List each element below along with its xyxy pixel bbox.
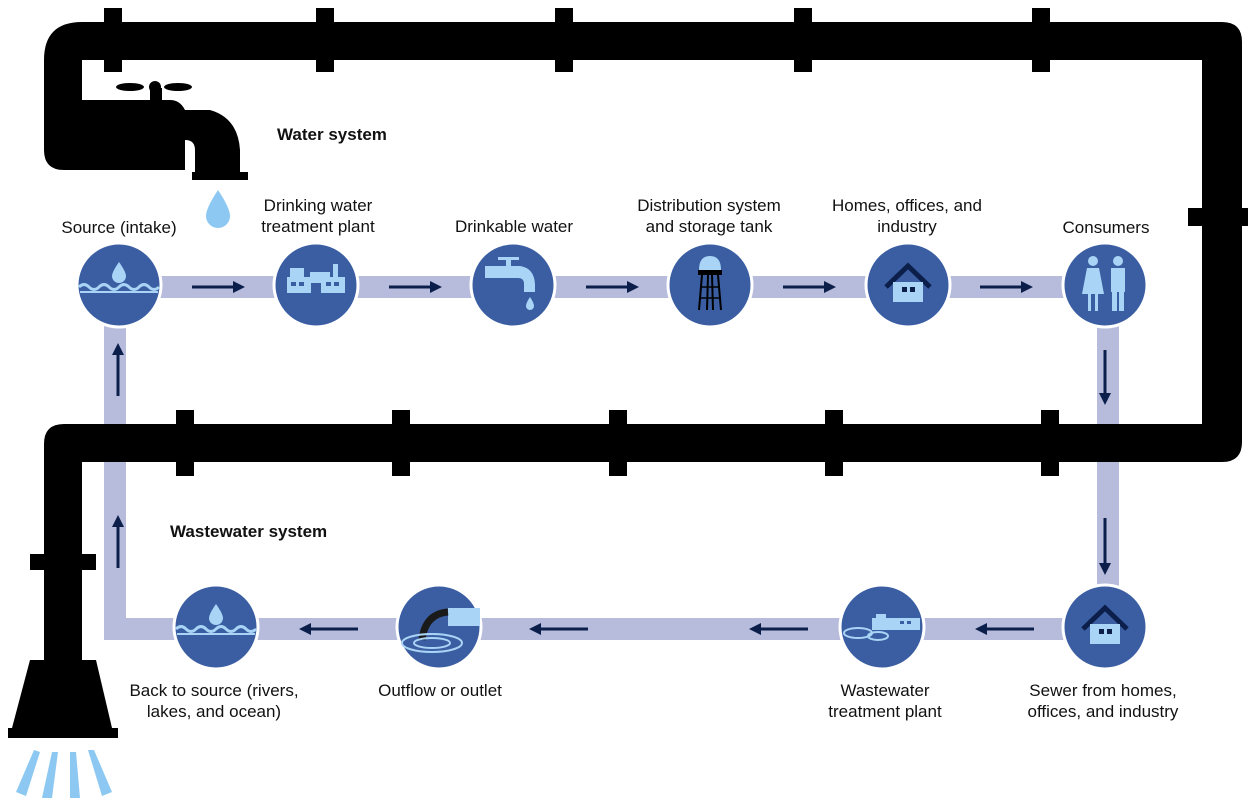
arrow-left [749, 623, 808, 635]
label-consumers: Consumers [1062, 218, 1150, 237]
label-distribution-system: Distribution system and storage tank [637, 196, 781, 236]
water-nodes [75, 241, 1149, 329]
arrow-left [975, 623, 1034, 635]
wave-icon [77, 283, 161, 291]
spray-icon [16, 750, 112, 798]
node-drinkable-water [469, 241, 557, 329]
wastewater-plant-icon [843, 614, 920, 641]
faucet-icon [485, 257, 535, 310]
node-sewer [1061, 583, 1149, 671]
node-back-to-source [172, 583, 260, 671]
label-homes-offices-industry: Homes, offices, and industry [832, 196, 982, 236]
arrow-up [112, 343, 124, 396]
flow-arrows [112, 281, 1111, 635]
arrow-left [299, 623, 358, 635]
faucet-handle [116, 81, 192, 112]
house-icon [1081, 604, 1129, 644]
wave-icon [174, 625, 258, 633]
arrow-right [192, 281, 245, 293]
arrow-right [389, 281, 442, 293]
label-wastewater-treatment-plant: Wastewater treatment plant [828, 681, 942, 721]
label-back-to-source: Back to source (rivers, lakes, and ocean… [129, 681, 299, 721]
node-distribution-system [666, 241, 754, 329]
node-homes-offices-industry [864, 241, 952, 329]
faucet-droplet-icon [206, 190, 230, 228]
arrow-up [112, 515, 124, 568]
node-consumers [1061, 241, 1149, 329]
house-icon [884, 262, 932, 302]
water-pipe [44, 8, 1248, 462]
arrow-right [783, 281, 836, 293]
people-icon [1082, 256, 1125, 311]
label-drinking-water-treatment-plant: Drinking water treatment plant [261, 196, 375, 236]
node-outflow [395, 583, 483, 671]
water-system-heading: Water system [277, 125, 387, 144]
water-tower-icon [698, 256, 722, 311]
label-source-intake: Source (intake) [61, 218, 177, 237]
node-source-intake [75, 241, 163, 329]
arrow-right [586, 281, 639, 293]
arrow-right [980, 281, 1033, 293]
label-drinkable-water: Drinkable water [454, 217, 574, 236]
arrow-down [1099, 518, 1111, 575]
arrow-left [529, 623, 588, 635]
node-wastewater-plant [838, 583, 926, 671]
label-sewer: Sewer from homes, offices, and industry [1027, 681, 1179, 721]
outflow-pipe-icon [401, 608, 480, 653]
arrow-down [1099, 350, 1111, 405]
treatment-plant-icon [287, 264, 345, 293]
wastewater-pipe [8, 410, 1206, 738]
label-outflow: Outflow or outlet [378, 681, 502, 700]
wastewater-system-heading: Wastewater system [170, 522, 328, 541]
droplet-icon [112, 262, 126, 283]
droplet-icon [209, 604, 223, 625]
node-treatment-plant [272, 241, 360, 329]
wastewater-nodes [172, 583, 1149, 671]
